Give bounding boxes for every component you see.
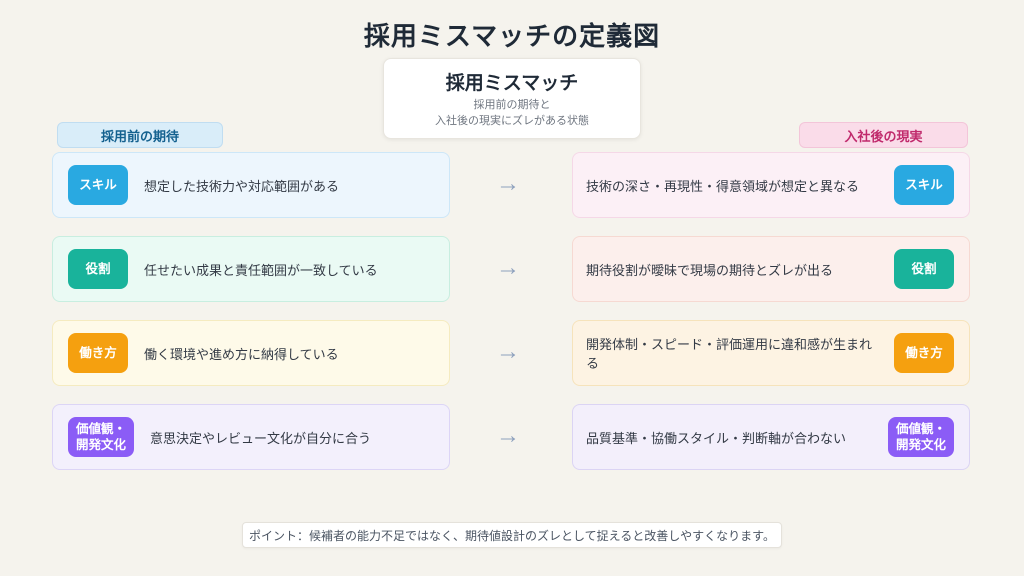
column-header-reality: 入社後の現実 bbox=[799, 122, 968, 148]
expectation-text: 想定した技術力や対応範囲がある bbox=[144, 178, 340, 194]
reality-text: 技術の深さ・再現性・得意領域が想定と異なる bbox=[586, 178, 860, 194]
page-title: 採用ミスマッチの定義図 bbox=[363, 21, 661, 51]
reality-box: 技術の深さ・再現性・得意領域が想定と異なる スキル bbox=[572, 152, 970, 218]
category-badge: 働き方 bbox=[894, 333, 954, 373]
mismatch-row-skill: スキル 想定した技術力や対応範囲がある → 技術の深さ・再現性・得意領域が想定と… bbox=[0, 152, 1024, 218]
footer-note: ポイント：候補者の能力不足ではなく、期待値設計のズレとして捉えると改善しやすくな… bbox=[242, 522, 782, 548]
category-badge: スキル bbox=[68, 165, 128, 205]
arrow-right-icon: → bbox=[496, 254, 520, 282]
category-badge: 役割 bbox=[68, 249, 128, 289]
arrow-right-icon: → bbox=[496, 338, 520, 366]
reality-text: 期待役割が曖昧で現場の期待とズレが出る bbox=[586, 262, 834, 278]
reality-box: 品質基準・協働スタイル・判断軸が合わない 価値観・ 開発文化 bbox=[572, 404, 970, 470]
definition-card-subtitle: 採用前の期待と 入社後の現実にズレがある状態 bbox=[435, 99, 589, 127]
expectation-box: 働き方 働く環境や進め方に納得している bbox=[52, 320, 450, 386]
category-badge: 価値観・ 開発文化 bbox=[68, 416, 135, 458]
expectation-box: スキル 想定した技術力や対応範囲がある bbox=[52, 152, 450, 218]
mismatch-row-workstyle: 働き方 働く環境や進め方に納得している → 開発体制・スピード・評価運用に違和感… bbox=[0, 320, 1024, 386]
mismatch-row-role: 役割 任せたい成果と責任範囲が一致している → 期待役割が曖昧で現場の期待とズレ… bbox=[0, 236, 1024, 302]
reality-text: 開発体制・スピード・評価運用に違和感が生まれる bbox=[586, 337, 873, 371]
category-badge: 価値観・ 開発文化 bbox=[887, 416, 954, 458]
arrow-right-icon: → bbox=[496, 170, 520, 198]
mismatch-row-culture: 価値観・ 開発文化 意思決定やレビュー文化が自分に合う → 品質基準・協働スタイ… bbox=[0, 404, 1024, 470]
expectation-box: 価値観・ 開発文化 意思決定やレビュー文化が自分に合う bbox=[52, 404, 450, 470]
reality-text: 品質基準・協働スタイル・判断軸が合わない bbox=[586, 430, 847, 446]
arrow-right-icon: → bbox=[496, 422, 520, 450]
category-badge: 役割 bbox=[894, 249, 954, 289]
reality-box: 開発体制・スピード・評価運用に違和感が生まれる 働き方 bbox=[572, 320, 970, 386]
definition-card-title: 採用ミスマッチ bbox=[445, 73, 579, 94]
category-badge: スキル bbox=[894, 165, 954, 205]
expectation-text: 意思決定やレビュー文化が自分に合う bbox=[150, 430, 372, 446]
column-header-expectation: 採用前の期待 bbox=[57, 122, 223, 148]
expectation-box: 役割 任せたい成果と責任範囲が一致している bbox=[52, 236, 450, 302]
expectation-text: 働く環境や進め方に納得している bbox=[144, 346, 339, 362]
category-badge: 働き方 bbox=[68, 333, 128, 373]
definition-card: 採用ミスマッチ 採用前の期待と 入社後の現実にズレがある状態 bbox=[383, 58, 641, 139]
reality-box: 期待役割が曖昧で現場の期待とズレが出る 役割 bbox=[572, 236, 970, 302]
expectation-text: 任せたい成果と責任範囲が一致している bbox=[144, 262, 378, 278]
